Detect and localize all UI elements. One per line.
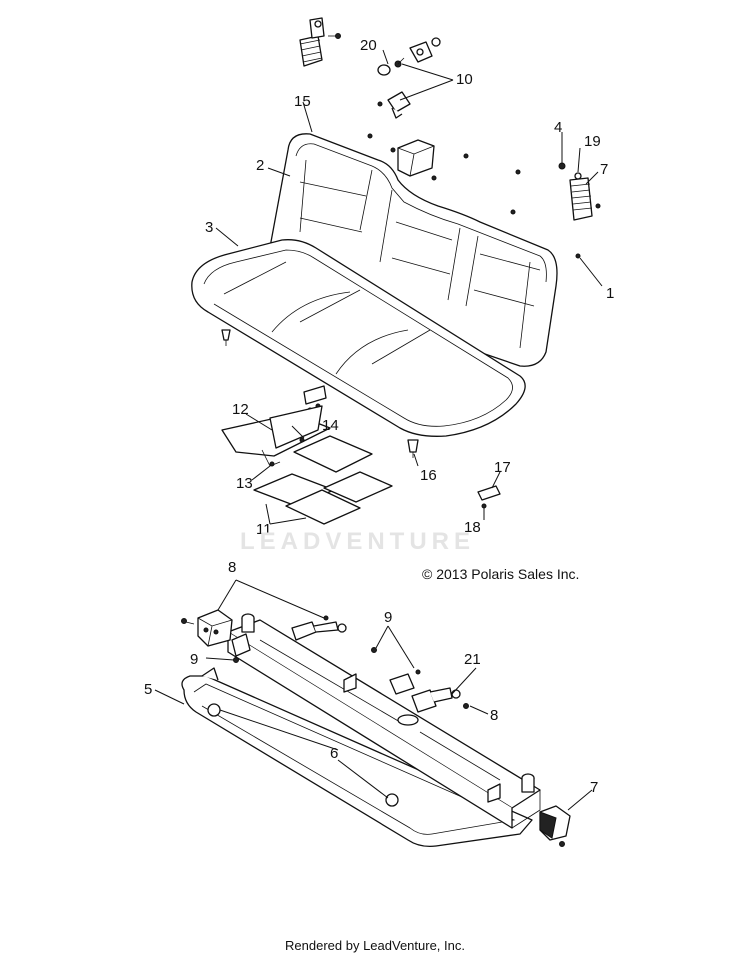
seat-cushion <box>191 239 526 437</box>
nut-9-right <box>371 647 377 653</box>
seat-frame <box>181 667 533 848</box>
end-cap-7 <box>539 805 571 847</box>
belt-tongue-left <box>291 615 347 641</box>
seat-rail <box>227 613 541 829</box>
callout-4: 4 <box>554 119 562 136</box>
callout-8-right: 8 <box>490 707 498 724</box>
callout-2: 2 <box>256 157 264 174</box>
screw-18 <box>481 503 487 509</box>
washer-19 <box>574 172 582 180</box>
bolt-8-left <box>181 618 195 625</box>
bracket-17 <box>477 485 501 501</box>
buckle-center <box>389 669 421 695</box>
callout-7-top: 7 <box>600 161 608 178</box>
callout-10: 10 <box>456 71 473 88</box>
callout-9-right: 9 <box>384 609 392 626</box>
screw-14 <box>299 437 305 443</box>
callout-8-top: 8 <box>228 559 236 576</box>
callout-14: 14 <box>322 417 339 434</box>
callout-15: 15 <box>294 93 311 110</box>
callout-9-left: 9 <box>190 651 198 668</box>
latch-block <box>397 139 437 181</box>
seat-back <box>267 133 558 367</box>
callout-16: 16 <box>420 467 437 484</box>
nut-9-left <box>233 657 239 663</box>
callout-6: 6 <box>330 745 338 762</box>
callout-19: 19 <box>584 133 601 150</box>
callout-17: 17 <box>494 459 511 476</box>
callout-20: 20 <box>360 37 377 54</box>
callouts: 20 10 15 2 3 4 19 7 1 12 14 13 16 17 18 … <box>144 37 614 796</box>
push-pin-16 <box>407 439 419 458</box>
callout-21: 21 <box>464 651 481 668</box>
callout-5: 5 <box>144 681 152 698</box>
leader-lines <box>154 49 603 811</box>
buckle-21 <box>411 687 469 713</box>
callout-7-bottom: 7 <box>590 779 598 796</box>
spring-latch-right <box>569 177 593 221</box>
push-pin-left <box>221 329 231 346</box>
bolt-20 <box>394 57 405 68</box>
mat-pieces <box>253 435 393 525</box>
watermark: LEADVENTURE <box>240 528 476 555</box>
nut-20 <box>377 64 391 76</box>
screw-13 <box>269 461 275 467</box>
buckle-left <box>197 609 233 647</box>
clip-10-upper <box>409 37 441 63</box>
spring-latch-top <box>299 17 325 67</box>
callout-11: 11 <box>256 521 272 538</box>
copyright-text: © 2013 Polaris Sales Inc. <box>422 566 580 582</box>
callout-18: 18 <box>464 519 481 536</box>
storage-tray <box>221 405 331 467</box>
small-screws <box>367 133 601 259</box>
callout-3: 3 <box>205 219 213 236</box>
screw-top <box>328 33 341 39</box>
callout-13: 13 <box>236 475 253 492</box>
clip-10-lower <box>377 91 411 119</box>
callout-1: 1 <box>606 285 614 302</box>
callout-12: 12 <box>232 401 249 418</box>
footer-text: Rendered by LeadVenture, Inc. <box>285 938 465 953</box>
